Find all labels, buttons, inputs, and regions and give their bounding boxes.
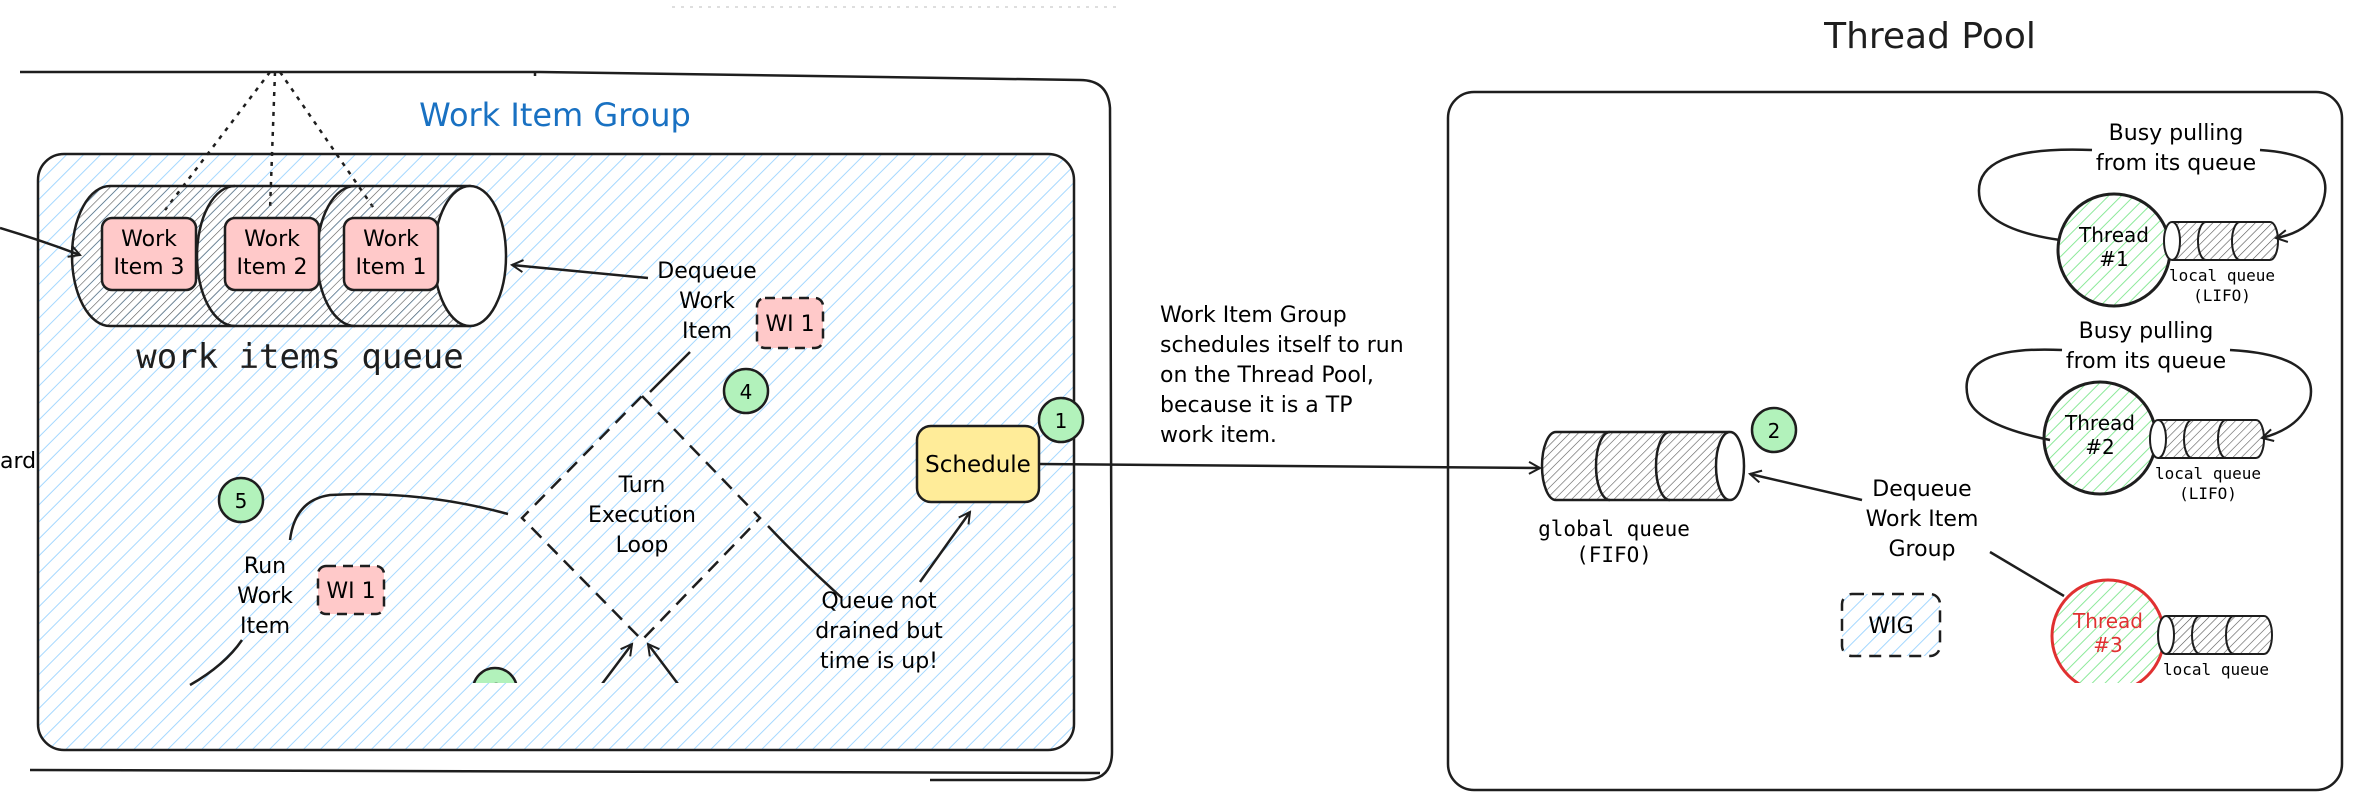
wi1-dequeued-tag: WI 1	[755, 296, 825, 350]
schedule-annotation: Work Item Group schedules itself to run …	[1160, 303, 1404, 448]
work-item-3-line1: Work	[121, 227, 177, 252]
thread-2-busy-line1: Busy pulling	[2079, 319, 2214, 344]
left-cut-text: ard	[0, 449, 36, 474]
dequeue-label-3: Item	[682, 319, 732, 344]
global-queue-label: global queue	[1538, 517, 1690, 541]
wig-title: Work Item Group	[419, 96, 691, 134]
annotation-line5: work item.	[1160, 423, 1277, 448]
work-item-3[interactable]: Work Item 3	[100, 216, 198, 292]
dequeue-label-2: Work	[679, 289, 735, 314]
annotation-line1: Work Item Group	[1160, 303, 1347, 328]
dequeue-arrow	[512, 265, 649, 280]
global-queue	[1540, 430, 1746, 502]
thread-1-queue-label: local queue	[2169, 266, 2275, 285]
turn-execution-loop: Turn Execution Loop	[520, 394, 762, 642]
work-item-1-line2: Item 1	[355, 255, 426, 280]
wig-tag-text: WIG	[1868, 614, 1913, 639]
timeout-line2: drained but	[815, 619, 943, 644]
run-label-3: Item	[240, 614, 290, 639]
dequeue-wig-line1: Dequeue	[1872, 477, 1971, 502]
badge-6-text: 6	[489, 679, 502, 703]
work-item-2-line1: Work	[244, 227, 300, 252]
thread-3: Thread #3 local queue (LIFO)	[2050, 578, 2273, 699]
incoming-arrow	[0, 226, 80, 255]
thread-2-number: #2	[2085, 435, 2114, 459]
thread-3-number: #3	[2093, 633, 2122, 657]
work-item-1-line1: Work	[363, 227, 419, 252]
dequeue-wig-line2: Work Item	[1866, 507, 1979, 532]
thread-1-busy-line1: Busy pulling	[2109, 121, 2244, 146]
thread-3-queue-label: local queue	[2163, 660, 2269, 679]
thread-2: Busy pulling from its queue Thread #2 lo…	[1965, 319, 2313, 503]
annotation-line2: schedules itself to run	[1160, 333, 1404, 358]
wi1-running-text: WI 1	[326, 579, 375, 604]
dequeue-label-1: Dequeue	[657, 259, 756, 284]
badge-1-text: 1	[1055, 409, 1068, 433]
queue-label: work items queue	[136, 337, 464, 377]
badge-4-text: 4	[740, 380, 753, 404]
turn-loop-line3: Loop	[616, 533, 669, 558]
wi1-dequeued-text: WI 1	[765, 312, 814, 337]
timeout-to-schedule-arrow	[918, 512, 970, 583]
timeout-line1: Queue not	[821, 589, 937, 614]
dequeue-to-loop-line	[649, 351, 691, 393]
annotation-line4: because it is a TP	[1160, 393, 1353, 418]
wig-outer-frame	[20, 70, 1114, 782]
schedule-to-global-arrow	[1038, 464, 1540, 468]
global-queue-fifo: (FIFO)	[1576, 543, 1652, 567]
thread-2-queue-label: local queue	[2155, 464, 2261, 483]
badge-5: 5	[217, 476, 265, 524]
wi1-running-tag: WI 1	[316, 564, 386, 616]
run-label-1: Run	[244, 554, 286, 579]
dequeue-wig-to-thread3	[1989, 550, 2065, 598]
run-label-2: Work	[237, 584, 293, 609]
badge-6	[472, 666, 518, 683]
thread-pool-frame	[1446, 90, 2344, 792]
schedule-label: Schedule	[925, 452, 1031, 478]
thread-3-queue-type: (LIFO)	[2187, 680, 2245, 699]
loop-to-timeout-line	[767, 525, 843, 599]
turn-loop-line1: Turn	[618, 473, 666, 498]
thread-3-name: Thread	[2072, 609, 2143, 633]
badge-2: 2	[1750, 406, 1798, 454]
turn-loop-line2: Execution	[588, 503, 696, 528]
dotted-feed-lines	[164, 71, 537, 211]
loop-return-arrows: 6	[472, 644, 679, 703]
work-item-1[interactable]: Work Item 1	[342, 216, 440, 292]
dequeue-wig-arrow	[1750, 474, 1863, 502]
badge-2-text: 2	[1768, 419, 1781, 443]
schedule-button[interactable]: Schedule	[915, 424, 1041, 504]
timeout-line3: time is up!	[820, 649, 938, 674]
badge-5-text: 5	[235, 489, 248, 513]
badge-4: 4	[722, 367, 770, 415]
wig-tag: WIG	[1840, 592, 1942, 658]
thread-1-name: Thread	[2078, 223, 2149, 247]
thread-2-busy-line2: from its queue	[2066, 349, 2226, 374]
thread-1-queue-type: (LIFO)	[2193, 286, 2251, 305]
work-item-2[interactable]: Work Item 2	[223, 216, 321, 292]
thread-1-busy-line2: from its queue	[2096, 151, 2256, 176]
thread-2-name: Thread	[2064, 411, 2135, 435]
page-title: Thread Pool	[1823, 16, 2036, 57]
work-item-3-line2: Item 3	[113, 255, 184, 280]
thread-2-queue-type: (LIFO)	[2179, 484, 2237, 503]
work-item-2-line2: Item 2	[236, 255, 307, 280]
dequeue-wig-line3: Group	[1889, 537, 1956, 562]
badge-1: 1	[1037, 396, 1085, 444]
thread-1-number: #1	[2099, 247, 2128, 271]
run-continue-line	[189, 639, 244, 687]
thread-1: Busy pulling from its queue Thread #1 lo…	[1977, 121, 2327, 308]
loop-to-run-line	[288, 492, 509, 541]
annotation-line3: on the Thread Pool,	[1160, 363, 1374, 388]
